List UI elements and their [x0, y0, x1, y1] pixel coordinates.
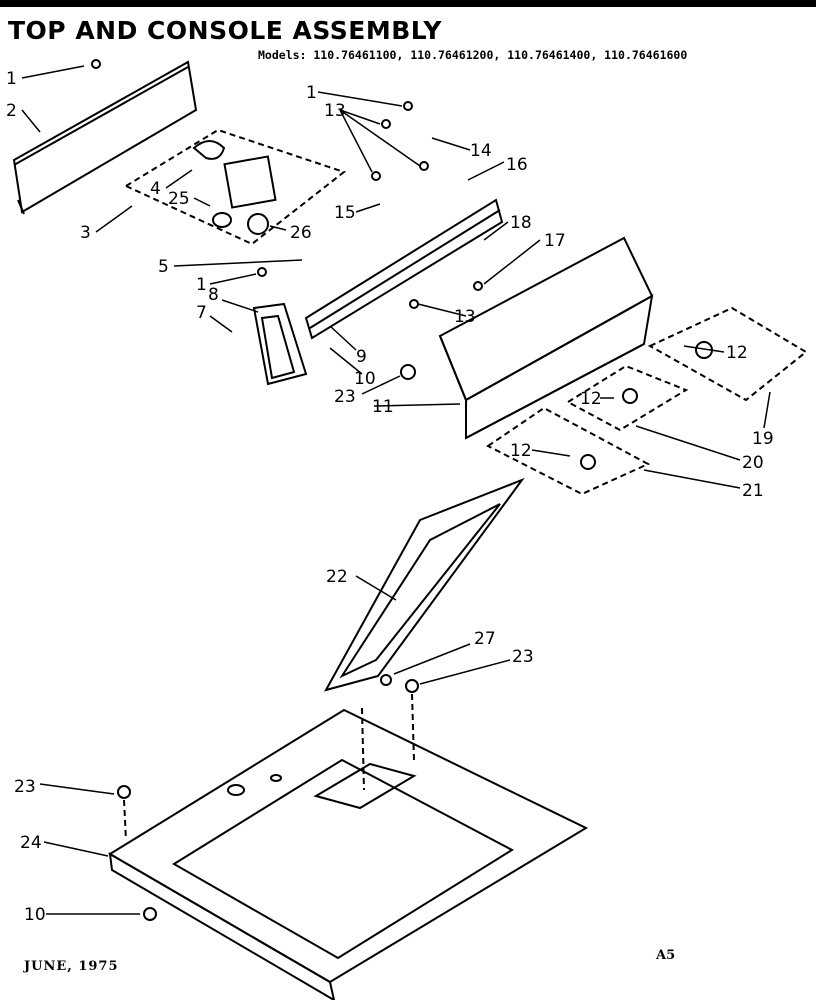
callout-23: 23	[334, 387, 356, 407]
callout-1c: 1	[306, 83, 317, 103]
footer-date: JUNE, 1975	[24, 959, 119, 974]
callout-10b: 10	[24, 905, 46, 925]
timer	[192, 140, 277, 235]
callout-23b: 23	[512, 647, 534, 667]
leader-lines	[21, 65, 771, 915]
callout-1b: 1	[196, 275, 207, 295]
part-24-top	[108, 693, 589, 1000]
callout-13: 13	[324, 101, 346, 121]
callout-19: 19	[752, 429, 774, 449]
page-code: A5	[656, 948, 676, 963]
callout-16: 16	[506, 155, 528, 175]
callout-24: 24	[20, 833, 42, 853]
part-2-rear-panel	[12, 60, 198, 215]
callout-labels: 1 2 3 4 25 26 5 1 8 7 9 10 23 11 1 13 14…	[6, 69, 774, 925]
callout-17: 17	[544, 231, 566, 251]
callout-1: 1	[6, 69, 17, 89]
callout-25: 25	[168, 189, 190, 209]
callout-22: 22	[326, 567, 348, 587]
callout-27: 27	[474, 629, 496, 649]
callout-13b: 13	[454, 307, 476, 327]
callout-7: 7	[196, 303, 207, 323]
page-title: TOP AND CONSOLE ASSEMBLY	[8, 16, 442, 45]
callout-14: 14	[470, 141, 492, 161]
part-11-console-panel	[438, 236, 654, 440]
callout-5: 5	[158, 257, 169, 277]
model-numbers: Models: 110.76461100, 110.76461200, 110.…	[258, 48, 688, 62]
callout-26: 26	[290, 223, 312, 243]
knobs	[400, 341, 713, 470]
part-8-switch-plate	[252, 302, 308, 386]
callout-4: 4	[150, 179, 161, 199]
callout-20: 20	[742, 453, 764, 473]
callout-23c: 23	[14, 777, 36, 797]
callout-11: 11	[372, 397, 394, 417]
callout-8: 8	[208, 285, 219, 305]
callout-12a: 12	[726, 343, 748, 363]
callout-3: 3	[80, 223, 91, 243]
callout-10: 10	[354, 369, 376, 389]
callout-2: 2	[6, 101, 17, 121]
callout-21: 21	[742, 481, 764, 501]
callout-9: 9	[356, 347, 367, 367]
callout-12c: 12	[510, 441, 532, 461]
top-rule	[0, 0, 816, 7]
console-rail	[304, 198, 504, 340]
callout-18: 18	[510, 213, 532, 233]
knob-groups	[486, 306, 808, 496]
part-22-door	[323, 477, 525, 692]
callout-15: 15	[334, 203, 356, 223]
part-3-tray	[123, 128, 347, 246]
callout-12b: 12	[580, 389, 602, 409]
